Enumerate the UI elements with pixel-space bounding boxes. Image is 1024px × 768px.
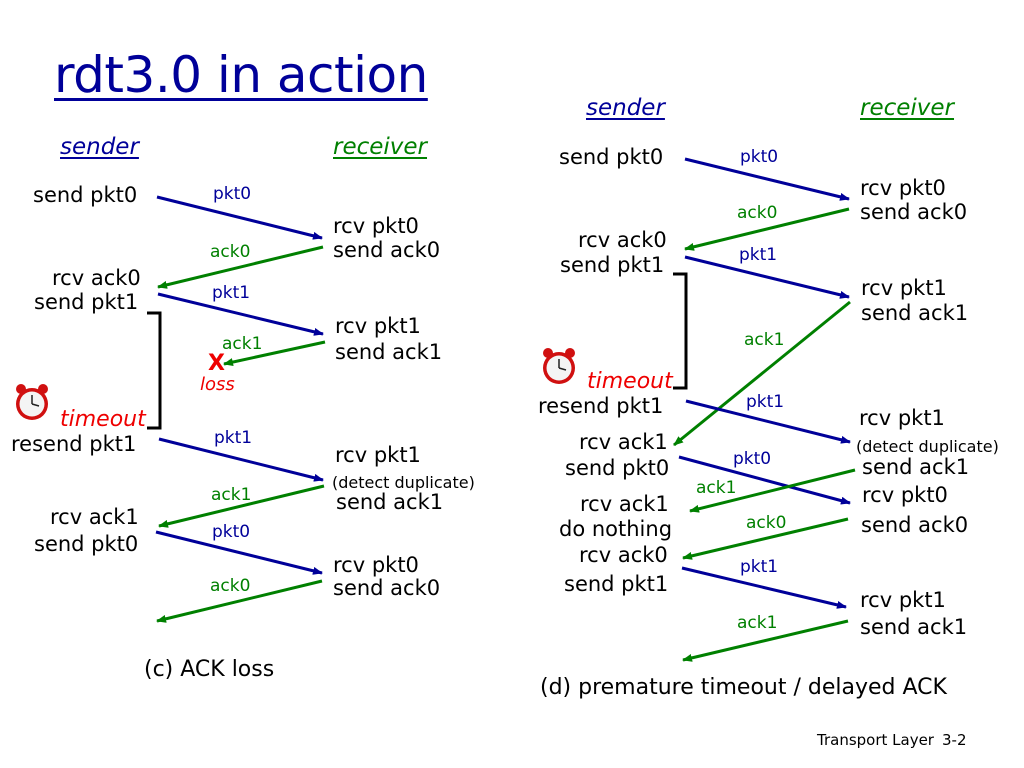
receiver-event: send ack1 xyxy=(861,301,969,325)
arrow-pkt0-2 xyxy=(155,530,323,575)
receiver-event: rcv pkt1 xyxy=(861,276,947,300)
arrow-pkt1 xyxy=(157,292,324,336)
msg-label-pkt: pkt1 xyxy=(740,557,779,577)
receiver-event: rcv pkt0 xyxy=(333,214,419,238)
receiver-event: send ack1 xyxy=(336,490,444,514)
sender-event: rcv ack0 xyxy=(579,543,668,567)
receiver-header-c: receiver xyxy=(333,134,428,160)
msg-label-ack: ack0 xyxy=(210,242,251,262)
receiver-event: send ack1 xyxy=(335,340,443,364)
sender-event: send pkt1 xyxy=(564,572,669,596)
msg-label-pkt: pkt1 xyxy=(212,283,251,303)
sender-event: send pkt1 xyxy=(560,253,665,277)
msg-label-pkt: pkt1 xyxy=(739,245,778,265)
sender-event: rcv ack1 xyxy=(50,505,139,529)
caption-c: (c) ACK loss xyxy=(144,657,275,682)
sender-header-d: sender xyxy=(586,95,665,121)
sender-event: send pkt0 xyxy=(34,532,139,556)
receiver-event: rcv pkt1 xyxy=(335,443,421,467)
msg-label-pkt: pkt0 xyxy=(740,147,779,167)
sender-event: send pkt0 xyxy=(559,145,664,169)
timeout-label: timeout xyxy=(60,407,146,432)
timeout-label: timeout xyxy=(587,369,673,394)
arrow-d-ack1-dup xyxy=(689,468,856,513)
receiver-event: rcv pkt1 xyxy=(860,588,946,612)
sender-event: send pkt0 xyxy=(33,183,138,207)
receiver-event: rcv pkt1 xyxy=(859,406,945,430)
msg-label-ack: ack1 xyxy=(222,334,263,354)
receiver-event: rcv pkt0 xyxy=(860,176,946,200)
sender-event: send pkt0 xyxy=(565,456,670,480)
msg-label-pkt: pkt0 xyxy=(212,522,251,542)
arrow-d-pkt0 xyxy=(684,157,850,201)
sender-event: rcv ack0 xyxy=(578,228,667,252)
receiver-event: send ack0 xyxy=(333,576,441,600)
sender-event: resend pkt1 xyxy=(538,394,664,418)
msg-label-pkt: pkt1 xyxy=(214,428,253,448)
msg-label-ack: ack1 xyxy=(211,485,252,505)
arrow-d-ack0 xyxy=(684,207,850,251)
receiver-event: rcv pkt0 xyxy=(862,483,948,507)
msg-label-pkt: pkt1 xyxy=(746,392,785,412)
arrow-ack0 xyxy=(157,245,324,289)
arrow-d-ack0 xyxy=(682,517,849,560)
msg-label-ack: ack0 xyxy=(210,576,251,596)
footer-text: Transport Layer xyxy=(817,731,934,749)
sender-event: rcv ack0 xyxy=(52,266,141,290)
arrow-d-pkt0-2 xyxy=(678,455,851,505)
msg-label-ack: ack1 xyxy=(737,613,778,633)
receiver-event: send ack0 xyxy=(861,513,969,537)
sender-header-c: sender xyxy=(60,134,139,160)
timeout-bracket xyxy=(147,311,162,430)
receiver-event: send ack1 xyxy=(860,615,968,639)
receiver-event: send ack0 xyxy=(860,200,968,224)
receiver-event: rcv pkt1 xyxy=(335,314,421,338)
receiver-event: send ack0 xyxy=(333,238,441,262)
caption-d: (d) premature timeout / delayed ACK xyxy=(540,675,947,700)
arrow-d-resend-pkt1 xyxy=(685,399,851,444)
msg-label-ack: ack0 xyxy=(737,203,778,223)
sender-event: do nothing xyxy=(559,517,673,541)
timeout-bracket-d xyxy=(673,272,688,390)
slide-title: rdt3.0 in action xyxy=(54,46,428,104)
receiver-event: rcv pkt0 xyxy=(333,553,419,577)
msg-label-pkt: pkt0 xyxy=(733,449,772,469)
loss-label: loss xyxy=(200,374,235,395)
sender-event: rcv ack1 xyxy=(580,492,669,516)
arrow-d-ack1-2 xyxy=(682,619,849,662)
arrow-d-pkt1 xyxy=(684,255,850,299)
arrow-ack1 xyxy=(158,484,325,528)
msg-label-ack: ack1 xyxy=(744,330,785,350)
msg-label-ack: ack0 xyxy=(746,513,787,533)
sender-event: rcv ack1 xyxy=(579,430,668,454)
arrow-pkt0 xyxy=(156,195,323,240)
arrow-resend-pkt1 xyxy=(158,437,324,482)
msg-label-ack: ack1 xyxy=(696,478,737,498)
page-number: 3-2 xyxy=(942,731,967,749)
arrow-ack1-lost xyxy=(223,340,326,366)
arrow-ack0-2 xyxy=(156,579,323,623)
receiver-header-d: receiver xyxy=(860,95,955,121)
sender-event: send pkt1 xyxy=(34,290,139,314)
arrow-d-ack1-delayed xyxy=(673,300,851,447)
receiver-event: send ack1 xyxy=(862,455,970,479)
msg-label-pkt: pkt0 xyxy=(213,184,252,204)
loss-x-icon: X xyxy=(208,351,225,376)
receiver-event-note: (detect duplicate) xyxy=(856,437,999,456)
sender-event: resend pkt1 xyxy=(11,432,137,456)
alarm-clock-icon xyxy=(543,348,575,384)
alarm-clock-icon xyxy=(16,384,48,420)
receiver-event-note: (detect duplicate) xyxy=(332,473,475,492)
arrow-d-pkt1-2 xyxy=(681,566,847,609)
